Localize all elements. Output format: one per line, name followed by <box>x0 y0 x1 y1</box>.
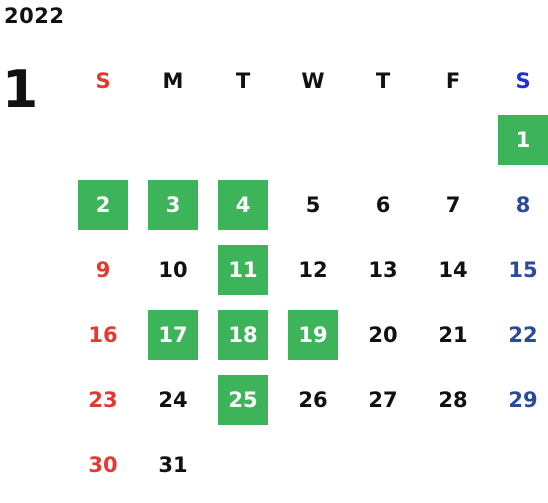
day-number: 6 <box>375 192 391 217</box>
day-number: 25 <box>218 374 268 425</box>
weekday-header-tue: T <box>235 69 251 93</box>
day-number: 21 <box>438 322 468 347</box>
day-number: 13 <box>368 257 398 282</box>
empty-day-cell <box>418 107 488 172</box>
day-cell[interactable]: 24 <box>138 367 208 432</box>
day-number: 5 <box>305 192 321 217</box>
day-cell[interactable]: 10 <box>138 237 208 302</box>
day-cell[interactable]: 19 <box>278 302 348 367</box>
day-cell[interactable]: 27 <box>348 367 418 432</box>
day-number: 7 <box>445 192 461 217</box>
day-cell[interactable]: 18 <box>208 302 278 367</box>
day-number: 3 <box>148 179 198 230</box>
day-number: 9 <box>95 257 111 282</box>
day-cell[interactable]: 20 <box>348 302 418 367</box>
day-number: 4 <box>218 179 268 230</box>
empty-day-cell <box>208 107 278 172</box>
day-number: 8 <box>515 192 531 217</box>
year-label: 2022 <box>4 4 65 28</box>
weekday-header-sat: S <box>515 69 531 93</box>
month-number: 1 <box>2 60 39 120</box>
day-cell[interactable]: 13 <box>348 237 418 302</box>
day-cell[interactable]: 3 <box>138 172 208 237</box>
day-number: 22 <box>508 322 538 347</box>
day-cell[interactable]: 29 <box>488 367 548 432</box>
day-number: 17 <box>148 309 198 360</box>
day-number: 27 <box>368 387 398 412</box>
day-cell[interactable]: 4 <box>208 172 278 237</box>
day-cell[interactable]: 2 <box>68 172 138 237</box>
day-number: 29 <box>508 387 538 412</box>
day-number: 20 <box>368 322 398 347</box>
day-cell[interactable]: 25 <box>208 367 278 432</box>
day-cell[interactable]: 30 <box>68 432 138 497</box>
weekday-header-mon: M <box>162 69 184 93</box>
empty-day-cell <box>348 107 418 172</box>
day-cell[interactable]: 15 <box>488 237 548 302</box>
day-number: 2 <box>78 179 128 230</box>
day-cell[interactable]: 23 <box>68 367 138 432</box>
day-number: 31 <box>158 452 188 477</box>
empty-day-cell <box>138 107 208 172</box>
day-cell[interactable]: 8 <box>488 172 548 237</box>
day-number: 18 <box>218 309 268 360</box>
day-number: 10 <box>158 257 188 282</box>
day-cell[interactable]: 31 <box>138 432 208 497</box>
day-cell[interactable]: 9 <box>68 237 138 302</box>
day-number: 14 <box>438 257 468 282</box>
day-cell[interactable]: 17 <box>138 302 208 367</box>
weekday-header-sun: S <box>95 69 111 93</box>
day-number: 28 <box>438 387 468 412</box>
day-number: 12 <box>298 257 328 282</box>
day-number: 24 <box>158 387 188 412</box>
day-cell[interactable]: 22 <box>488 302 548 367</box>
weekday-header-wed: W <box>301 69 325 93</box>
day-cell[interactable]: 21 <box>418 302 488 367</box>
day-number: 1 <box>498 114 548 165</box>
empty-day-cell <box>278 107 348 172</box>
day-number: 26 <box>298 387 328 412</box>
day-cell[interactable]: 12 <box>278 237 348 302</box>
day-number: 30 <box>88 452 118 477</box>
weekday-header-thu: T <box>375 69 391 93</box>
day-number: 23 <box>88 387 118 412</box>
day-cell[interactable]: 1 <box>488 107 548 172</box>
day-number: 16 <box>88 322 118 347</box>
day-number: 15 <box>508 257 538 282</box>
day-cell[interactable]: 28 <box>418 367 488 432</box>
weekday-header-fri: F <box>445 69 461 93</box>
empty-day-cell <box>68 107 138 172</box>
day-cell[interactable]: 7 <box>418 172 488 237</box>
day-cell[interactable]: 6 <box>348 172 418 237</box>
day-cell[interactable]: 16 <box>68 302 138 367</box>
day-cell[interactable]: 14 <box>418 237 488 302</box>
day-number: 11 <box>218 244 268 295</box>
day-cell[interactable]: 26 <box>278 367 348 432</box>
day-cell[interactable]: 5 <box>278 172 348 237</box>
day-cell[interactable]: 11 <box>208 237 278 302</box>
day-number: 19 <box>288 309 338 360</box>
